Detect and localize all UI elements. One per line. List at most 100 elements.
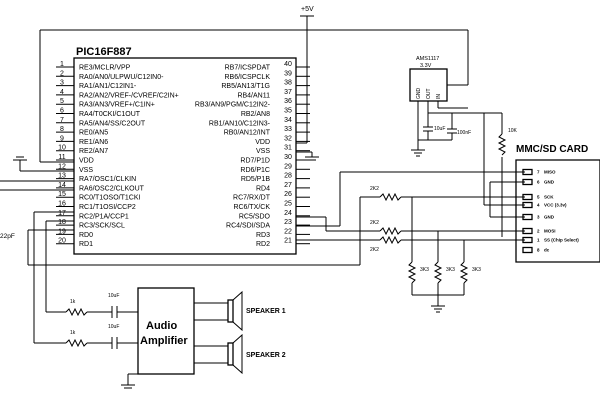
reg-pin-out: OUT	[426, 88, 432, 99]
mcu-pin-number: 9	[60, 135, 64, 142]
reg-cap1-value: 10uF	[434, 126, 445, 132]
mcu-pin-number: 38	[284, 80, 292, 87]
divider-res2-value: 3K3	[446, 267, 455, 273]
mcu-pin-number: 10	[58, 145, 66, 152]
mcu-pin-name: RD6/P1C	[240, 167, 270, 174]
amplifier-ground	[121, 373, 138, 389]
mcu-pin-number: 24	[284, 210, 292, 217]
mcu-body	[73, 57, 297, 255]
divider-res1-value: 3K3	[420, 267, 429, 273]
mcu-pin-name: RC2/P1A/CCP1	[79, 213, 129, 220]
sd-pin-name: MISO	[544, 170, 556, 175]
series-res3-value: 2K2	[370, 247, 379, 253]
audio-cap2-value: 10uF	[108, 324, 119, 330]
divider-resistor-3	[459, 240, 469, 295]
sd-pin-name: GND	[544, 180, 555, 185]
mcu-pin-name: RC3/SCK/SCL	[79, 223, 125, 230]
mcu-pin-number: 37	[284, 89, 292, 96]
mcu-pin-name: RA6/OSC2/CLKOUT	[79, 185, 145, 192]
sd-pin-number: 1	[537, 238, 540, 243]
mcu-pin-name: RB0/AN12/INT	[224, 130, 271, 137]
mcu-pin-number: 17	[58, 210, 66, 217]
sd-pin-name: SCK	[544, 195, 554, 200]
speaker-2-label: SPEAKER 2	[246, 352, 286, 359]
reg-cap-10uf	[418, 113, 452, 141]
sdcard-body	[515, 159, 600, 263]
mcu-pin-number: 31	[284, 145, 292, 152]
mcu-pin-name: RD2	[256, 241, 270, 248]
mcu-pin-name: RE1/AN6	[79, 139, 108, 146]
sd-pin-number: 4	[537, 203, 540, 208]
mcu-pin-name: RC7/RX/DT	[233, 195, 271, 202]
divider-resistor-1	[407, 197, 417, 295]
mcu-pin-name: RA5/AN4/SS/C2OUT	[79, 120, 146, 127]
mcu-pin-name: RD5/P1B	[241, 176, 271, 183]
mcu-pin-name: VSS	[256, 148, 270, 155]
amplifier-line1: Audio	[146, 320, 177, 332]
mcu-pin-name: RE2/AN7	[79, 148, 108, 155]
mcu-pin-number: 19	[58, 228, 66, 235]
sd-pin-number: 8	[537, 248, 540, 253]
mcu-pin-number: 27	[284, 182, 292, 189]
mcu-pin-number: 25	[284, 201, 292, 208]
sd-pin-number: 6	[537, 180, 540, 185]
audio-resistor-2	[65, 338, 88, 348]
amplifier-line2: Amplifier	[140, 335, 188, 347]
mcu-pin-name: RB1/AN10/C12IN3-	[209, 120, 271, 127]
sd-pin-number: 3	[537, 215, 540, 220]
mcu-right-pins: 40RB7/ICSPDAT39RB6/ICSPCLK38RB5/AN13/T1G…	[195, 61, 310, 248]
mcu-pin-number: 20	[58, 238, 66, 245]
mcu-pin-number: 12	[58, 163, 66, 170]
mcu-pin-number: 8	[60, 126, 64, 133]
mcu-pin-name: RD0	[79, 232, 93, 239]
mcu-pin-name: RB4/AN11	[237, 92, 270, 99]
speaker-1	[194, 290, 243, 332]
mcu-pin-name: RC4/SDI/SDA	[226, 223, 270, 230]
sd-pin-name: MOSI	[544, 229, 556, 234]
mcu-pin-number: 21	[284, 238, 292, 245]
mcu-pin-name: RD3	[256, 232, 270, 239]
mcu-pin-name: RA0/AN0/ULPWU/C12IN0-	[79, 74, 164, 81]
mcu-pin-number: 16	[58, 201, 66, 208]
mcu-pin-number: 26	[284, 191, 292, 198]
mcu-pin-number: 2	[60, 70, 64, 77]
regulator-voltage: 3.3V	[420, 63, 432, 69]
mcu-pin-number: 4	[60, 89, 64, 96]
mcu-pin-number: 13	[58, 173, 66, 180]
sd-pin-name: GND	[544, 215, 555, 220]
mcu-pin-number: 23	[284, 219, 292, 226]
audio-resistor-1	[65, 307, 88, 317]
mcu-pin-name: RA4/T0CKI/C1OUT	[79, 111, 141, 118]
mcu-pin-name: VDD	[79, 158, 94, 165]
vss-right-ground	[296, 151, 319, 161]
sd-pin-number: 2	[537, 229, 540, 234]
mcu-pin-name: RB3/AN9/PGM/C12IN2-	[195, 102, 271, 109]
mcu-pin-name: RB6/ICSPCLK	[224, 74, 270, 81]
series-res1-value: 2K2	[370, 186, 379, 192]
sd-pin-number: 7	[537, 170, 540, 175]
series-res2-value: 2K2	[370, 220, 379, 226]
vcc-label: +5V	[301, 6, 314, 13]
mcu-pin-name: RB7/ICSPDAT	[225, 65, 271, 72]
sdcard-title: MMC/SD CARD	[516, 144, 588, 155]
mcu-pin-number: 36	[284, 98, 292, 105]
mcu-pin-number: 18	[58, 219, 66, 226]
mcu-pin-name: RA1/AN1/C12IN1-	[79, 83, 137, 90]
reg-pin-gnd: GND	[416, 88, 422, 100]
reg-cap2-value: 100nF	[457, 130, 471, 136]
mcu-pin-number: 32	[284, 135, 292, 142]
series-resistor-1	[379, 192, 402, 202]
mcu-pin-name: RA3/AN3/VREF+/C1IN+	[79, 102, 155, 109]
mcu-name: PIC16F887	[76, 46, 132, 58]
mcu-pin-number: 33	[284, 126, 292, 133]
series-resistor-3	[379, 235, 402, 245]
mcu-pin-number: 14	[58, 182, 66, 189]
mcu-pin-number: 29	[284, 163, 292, 170]
divider-ground	[412, 294, 464, 313]
mcu-pin-number: 22	[284, 228, 292, 235]
mcu-pin-name: RB5/AN13/T1G	[221, 83, 270, 90]
mcu-pin-number: 39	[284, 70, 292, 77]
vss-left-ground	[13, 156, 74, 172]
